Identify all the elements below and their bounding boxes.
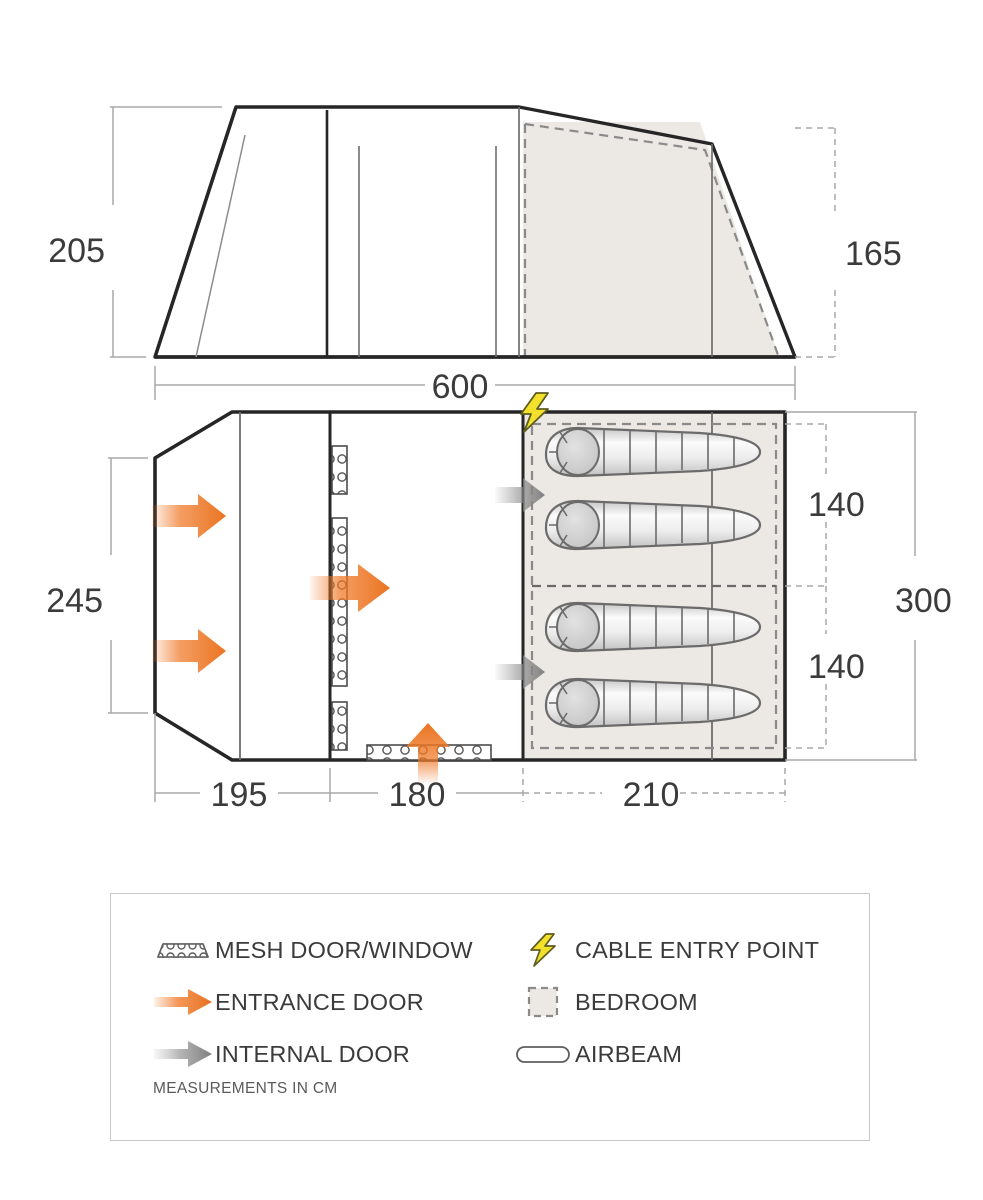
internal-door-arrow-icon [495, 655, 545, 689]
mesh-panel [331, 517, 348, 687]
sleeping-bag-body [544, 499, 762, 551]
sleeping-bag-hood-stitch [549, 431, 568, 474]
entrance-door-arrow-icon [406, 723, 450, 782]
legend-label-cable-entry: CABLE ENTRY POINT [575, 936, 820, 963]
elevation-front-slope [153, 106, 238, 358]
measurements-note: MEASUREMENTS IN CM [153, 1080, 338, 1097]
legend-item-cable-entry: CABLE ENTRY POINT [511, 933, 841, 967]
entrance-arrow-shape [152, 494, 226, 538]
entrance-door-arrow-icon [310, 564, 390, 612]
dimension-140-lower: 140 [785, 586, 865, 749]
legend-item-bedroom: BEDROOM [511, 985, 841, 1019]
mesh-icon [151, 933, 215, 967]
legend-label-mesh: MESH DOOR/WINDOW [215, 936, 473, 963]
internal-door-arrow-icon [151, 1037, 215, 1071]
legend-item-internal-door: INTERNAL DOOR [151, 1037, 511, 1071]
legend-label-airbeam: AIRBEAM [575, 1040, 683, 1067]
sleeping-bag-hood-stitch [549, 504, 568, 547]
cable-entry-bolt [520, 392, 549, 433]
entrance-door-arrow-icon [152, 494, 226, 538]
sleeping-bag [544, 677, 762, 729]
dim-210-label: 210 [623, 776, 680, 814]
sleeping-bag-hood-stitch [549, 606, 568, 649]
dim-140b-label: 140 [808, 648, 865, 686]
legend-item-entrance-door: ENTRANCE DOOR [151, 985, 511, 1019]
elevation-bedroom-dashed-outline [524, 122, 780, 356]
entrance-arrow-shape [310, 564, 390, 612]
airbeam-icon [511, 1037, 575, 1071]
entrance-door-arrow-icon [151, 985, 215, 1019]
sleeping-bag-body [544, 677, 762, 729]
legend-label-entrance-door: ENTRANCE DOOR [215, 988, 424, 1015]
dim-140a-label: 140 [808, 486, 865, 524]
legend-box: MESH DOOR/WINDOW CABLE ENTRY POINT [110, 893, 870, 1141]
mesh-panel [331, 445, 348, 495]
floorplan-group: 245 140 140 300 [46, 392, 952, 814]
sleeping-bag-body [544, 601, 762, 653]
dimension-300: 300 [785, 411, 952, 761]
entrance-arrow-shape [406, 723, 450, 782]
legend-row: MESH DOOR/WINDOW CABLE ENTRY POINT [151, 924, 851, 976]
entrance-door-arrow-icon [152, 629, 226, 673]
legend-item-mesh: MESH DOOR/WINDOW [151, 933, 511, 967]
legend-item-airbeam: AIRBEAM [511, 1037, 841, 1071]
dimension-245: 245 [46, 457, 148, 714]
mesh-panel-rect [331, 701, 348, 751]
mesh-panel-rect [331, 445, 348, 495]
dim-245-label: 245 [46, 582, 103, 620]
internal-door-arrow-icon [495, 478, 545, 512]
dim-205-label: 205 [48, 232, 105, 270]
mesh-panel-rect [331, 517, 348, 687]
sleeping-bag-hood-stitch [549, 682, 568, 725]
legend-row: ENTRANCE DOOR BEDROOM [151, 976, 851, 1028]
sleeping-bag-body [544, 426, 762, 478]
elevation-group: 205 165 600 [48, 105, 902, 406]
sleeping-bag-baffles [603, 681, 735, 725]
cable-entry-icon [520, 392, 549, 433]
dimension-205: 205 [48, 106, 222, 358]
dim-180-label: 180 [389, 776, 446, 814]
internal-door-group [495, 478, 545, 689]
sleeping-bag-baffles [603, 430, 735, 474]
elevation-front-seam [195, 134, 246, 358]
dim-600-label: 600 [432, 368, 489, 406]
mesh-panel [331, 701, 348, 751]
internal-arrow-shape [495, 655, 545, 689]
sleeping-bag [544, 499, 762, 551]
sleeping-bag-baffles [603, 605, 735, 649]
dim-195-label: 195 [211, 776, 268, 814]
elevation-bedroom-shading-2 [523, 122, 779, 357]
dimension-140-upper: 140 [785, 423, 865, 587]
legend-grid: MESH DOOR/WINDOW CABLE ENTRY POINT [151, 924, 851, 1080]
sleeping-bag [544, 601, 762, 653]
dimension-chain-bottom: 195 180 210 [154, 713, 786, 814]
dimension-600: 600 [154, 366, 796, 406]
cable-entry-icon [511, 933, 575, 967]
entrance-arrow-shape [152, 629, 226, 673]
sleeping-bag-baffles [603, 503, 735, 547]
dim-300-label: 300 [895, 582, 952, 620]
dimension-165: 165 [795, 127, 902, 358]
sleeping-bag [544, 426, 762, 478]
sleeping-bag-group [544, 426, 762, 729]
legend-label-internal-door: INTERNAL DOOR [215, 1040, 410, 1067]
legend-label-bedroom: BEDROOM [575, 988, 698, 1015]
bedroom-swatch-icon [511, 985, 575, 1019]
legend-row: INTERNAL DOOR AIRBEAM [151, 1028, 851, 1080]
entrance-door-group [152, 494, 450, 782]
internal-arrow-shape [495, 478, 545, 512]
dim-165-label: 165 [845, 235, 902, 273]
